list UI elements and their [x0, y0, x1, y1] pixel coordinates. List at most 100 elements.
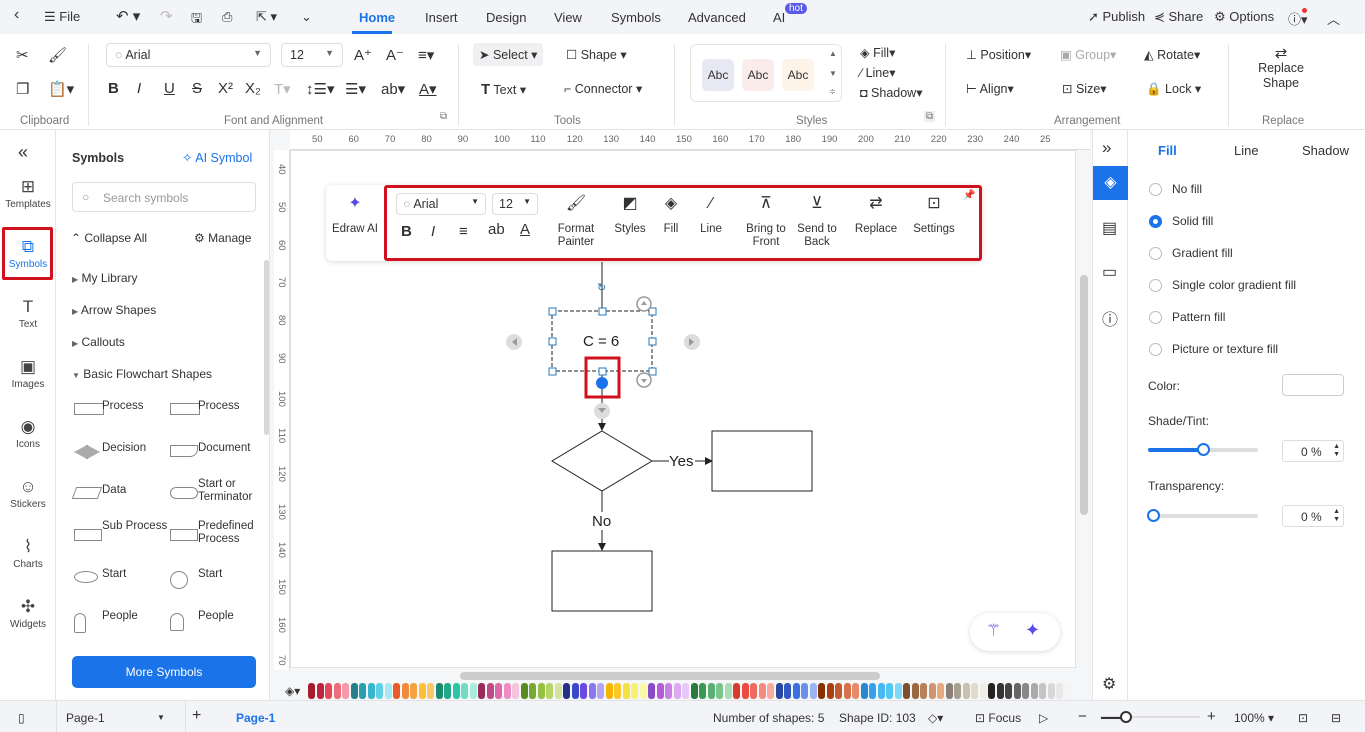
group-button[interactable]: ▣ Group▾	[1060, 48, 1117, 62]
color-swatch[interactable]	[367, 683, 375, 699]
horizontal-scrollbar[interactable]	[460, 672, 880, 680]
shape-label[interactable]: People	[102, 610, 138, 622]
superscript-icon[interactable]: X²	[218, 80, 233, 97]
align-icon[interactable]: ≡	[459, 223, 468, 240]
select-button[interactable]: ➤ Select ▾	[473, 43, 544, 66]
transparency-input[interactable]: 0 %▲▼	[1282, 505, 1344, 527]
color-swatch[interactable]	[758, 683, 766, 699]
color-swatch[interactable]	[835, 683, 842, 699]
color-swatch[interactable]	[860, 683, 868, 699]
transparency-slider[interactable]	[1147, 509, 1258, 522]
print-icon[interactable]: ⎙	[222, 9, 233, 24]
shade-input[interactable]: 0 %▲▼	[1282, 440, 1344, 462]
help-icon[interactable]: ⓘ▾	[1288, 12, 1308, 27]
color-swatch[interactable]	[308, 683, 315, 699]
play-icon[interactable]: ▷	[1039, 711, 1049, 725]
fill-color-picker-icon[interactable]: ◈▾	[285, 684, 301, 698]
styles-dialog-launcher-icon[interactable]: ⧉	[924, 111, 936, 122]
color-swatch[interactable]	[792, 683, 800, 699]
color-swatch[interactable]	[648, 683, 655, 699]
rail-item-widgets[interactable]: ✣Widgets	[2, 597, 54, 630]
font-size-select[interactable]: 12▼	[281, 43, 343, 67]
category-item[interactable]: ▶ Arrow Shapes	[72, 303, 157, 317]
shape-label[interactable]: Start	[102, 568, 127, 580]
color-swatch[interactable]	[631, 683, 638, 699]
fit-width-icon[interactable]: ⊟	[1331, 711, 1342, 725]
color-swatch[interactable]	[316, 683, 324, 699]
slider-handle[interactable]	[1147, 509, 1160, 522]
color-swatch[interactable]	[469, 683, 477, 699]
color-swatch[interactable]	[597, 683, 604, 699]
color-swatch[interactable]	[444, 683, 451, 699]
slider-handle[interactable]	[1197, 443, 1210, 456]
shape-label[interactable]: Process	[102, 400, 144, 412]
strikethrough-icon[interactable]: S	[192, 80, 203, 97]
shape-label[interactable]: Sub Process	[102, 520, 168, 532]
shape-thumbnail[interactable]	[74, 529, 102, 541]
panel-scrollbar[interactable]	[264, 260, 269, 435]
add-page-icon[interactable]: +	[192, 707, 202, 724]
styles-button[interactable]: ◩Styles	[610, 196, 650, 236]
vertical-scrollbar[interactable]	[1080, 275, 1088, 515]
page-tab[interactable]: Page-1	[236, 711, 276, 725]
color-swatch[interactable]	[733, 683, 740, 699]
color-swatch[interactable]	[690, 683, 698, 699]
rail-item-images[interactable]: ▣Images	[2, 357, 54, 390]
style-swatch[interactable]: Abc	[702, 59, 734, 91]
replace-shape-button[interactable]: ⇄ Replace Shape	[1250, 46, 1312, 91]
color-swatch[interactable]	[971, 683, 978, 699]
tab-line[interactable]: Line	[1234, 143, 1259, 158]
shape-thumbnail[interactable]	[74, 613, 86, 633]
shape-thumbnail[interactable]	[170, 571, 188, 589]
color-swatch[interactable]	[945, 683, 953, 699]
color-swatch[interactable]	[962, 683, 970, 699]
color-swatch[interactable]	[418, 683, 426, 699]
color-swatch[interactable]	[767, 683, 774, 699]
page-select[interactable]: Page-1▼	[56, 701, 186, 732]
search-symbols-input[interactable]: ○ Search symbols	[72, 182, 256, 212]
color-swatch[interactable]	[605, 683, 613, 699]
color-swatch[interactable]	[537, 683, 545, 699]
tab-fill[interactable]: Fill	[1158, 143, 1177, 158]
sparkle-icon[interactable]: ✦	[1025, 620, 1041, 640]
fill-button[interactable]: ◈ Fill▾	[860, 46, 896, 60]
shape-label[interactable]: Process	[198, 400, 240, 412]
color-swatch[interactable]	[656, 683, 664, 699]
fill-option-label[interactable]: Gradient fill	[1172, 246, 1233, 260]
shape-label[interactable]: Start	[198, 568, 223, 580]
color-swatch[interactable]	[894, 683, 902, 699]
color-swatch[interactable]	[580, 683, 587, 699]
bullets-icon[interactable]: ☰▾	[345, 81, 366, 98]
color-swatch[interactable]	[673, 683, 681, 699]
color-swatch[interactable]	[1022, 683, 1029, 699]
category-item[interactable]: ▶ My Library	[72, 271, 138, 285]
color-swatch[interactable]	[520, 683, 528, 699]
color-swatch[interactable]	[988, 683, 995, 699]
shape-button[interactable]: ☐ Shape ▾	[566, 48, 627, 62]
color-swatch[interactable]	[325, 683, 332, 699]
collapse-ribbon-icon[interactable]: ︿	[1327, 12, 1341, 27]
scroll-up-icon[interactable]: ▲	[829, 49, 837, 58]
lock-button[interactable]: 🔒 Lock ▾	[1146, 82, 1202, 96]
color-swatch[interactable]	[665, 683, 672, 699]
shape-thumbnail[interactable]	[170, 529, 198, 541]
color-swatch[interactable]	[1064, 683, 1072, 699]
selection-handles[interactable]	[548, 307, 657, 376]
shape-label[interactable]: Decision	[102, 442, 147, 454]
color-swatch[interactable]	[478, 683, 485, 699]
slider-handle[interactable]	[1120, 711, 1132, 723]
zoom-out-icon[interactable]: −	[1078, 708, 1087, 725]
color-swatch[interactable]	[954, 683, 961, 699]
color-swatch[interactable]	[588, 683, 596, 699]
color-swatch[interactable]	[750, 683, 757, 699]
rotate-button[interactable]: ◭ Rotate▾	[1144, 48, 1201, 62]
color-swatch[interactable]	[359, 683, 366, 699]
zoom-level[interactable]: 100% ▾	[1234, 711, 1275, 725]
color-swatch[interactable]	[801, 683, 808, 699]
presentation-icon[interactable]: ▭	[1102, 264, 1118, 281]
pin-icon[interactable]: 📌	[963, 190, 976, 201]
color-swatch[interactable]	[452, 683, 460, 699]
line-button[interactable]: ∕ Line▾	[860, 66, 896, 80]
tab-design[interactable]: Design	[486, 10, 527, 25]
